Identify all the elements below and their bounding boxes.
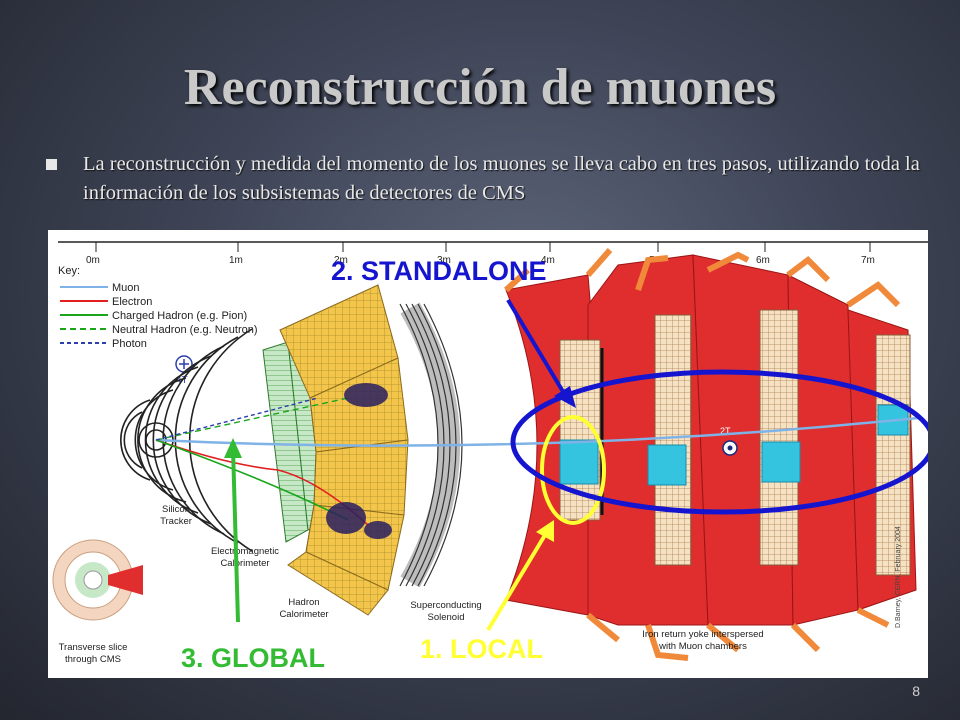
label-solenoid: Superconducting [410, 600, 481, 611]
ruler-tick-label: 2m [334, 255, 348, 266]
ruler-tick-label: 6m [756, 255, 770, 266]
magnetic-field-icon: 2T [720, 426, 738, 456]
bullet-item: La reconstrucción y medida del momento d… [46, 150, 930, 208]
step-label-global: 3. GLOBAL [181, 643, 325, 673]
cms-slice-diagram: 0m 1m 2m 3m 4m 5m 6m 7m Key: Muon Electr… [52, 241, 928, 673]
legend-label: Photon [112, 338, 147, 350]
local-step-highlight [540, 415, 606, 525]
label-ecal: Electromagnetic [211, 546, 279, 557]
standalone-arrow [506, 298, 570, 402]
label-solenoid: Solenoid [428, 612, 465, 623]
label-iron-yoke: with Muon chambers [658, 641, 747, 652]
bullet-square-icon [46, 159, 57, 170]
ruler-tick-label: 3m [437, 255, 451, 266]
ruler-tick-label: 4m [541, 255, 555, 266]
label-ecal: Calorimeter [220, 558, 269, 569]
label-hcal: Hadron [288, 597, 319, 608]
legend-label: Neutral Hadron (e.g. Neutron) [112, 324, 258, 336]
global-arrow [231, 447, 240, 623]
label-transverse-slice: Transverse slice [59, 642, 128, 653]
charged-hadron-track [155, 439, 349, 521]
legend-title: Key: [58, 265, 80, 277]
label-hcal: Calorimeter [279, 609, 328, 620]
label-silicon-tracker: Silicon [162, 504, 190, 515]
cms-detector-figure: 0m 1m 2m 3m 4m 5m 6m 7m Key: Muon Electr… [48, 230, 928, 678]
electron-track [155, 439, 369, 526]
standalone-step-highlight [510, 369, 928, 515]
legend-label: Electron [112, 296, 152, 308]
figure-credit: D.Barney, CERN, February 2004 [895, 526, 902, 628]
step-label-standalone: 2. STANDALONE [331, 256, 547, 286]
muon-track [155, 416, 919, 447]
transverse-slice-thumbnail [52, 539, 143, 621]
page-number: 8 [912, 683, 920, 699]
legend-label: Charged Hadron (e.g. Pion) [112, 310, 247, 322]
energy-deposit [326, 383, 392, 539]
field-strength-label: 2T [720, 426, 731, 436]
label-iron-yoke: Iron return yoke interspersed [642, 629, 763, 640]
ruler-tick-label: 0m [86, 255, 100, 266]
particle-tracks [155, 397, 919, 526]
step-label-local: 1. LOCAL [420, 634, 543, 664]
bullet-text: La reconstrucción y medida del momento d… [83, 153, 920, 204]
label-silicon-tracker: Tracker [160, 516, 192, 527]
slide-title: Reconstrucción de muones [183, 59, 777, 116]
neutral-hadron-track [155, 397, 349, 441]
ruler-tick-label: 7m [861, 255, 875, 266]
distance-ruler: 0m 1m 2m 3m 4m 5m 6m 7m [58, 241, 928, 266]
local-arrow [486, 528, 550, 632]
label-transverse-slice: through CMS [65, 654, 121, 665]
step-arrows [224, 298, 576, 632]
legend: Key: Muon Electron Charged Hadron (e.g. … [58, 265, 258, 350]
ruler-tick-label: 1m [229, 255, 243, 266]
muon-chambers [559, 309, 911, 576]
legend-label: Muon [112, 282, 140, 294]
